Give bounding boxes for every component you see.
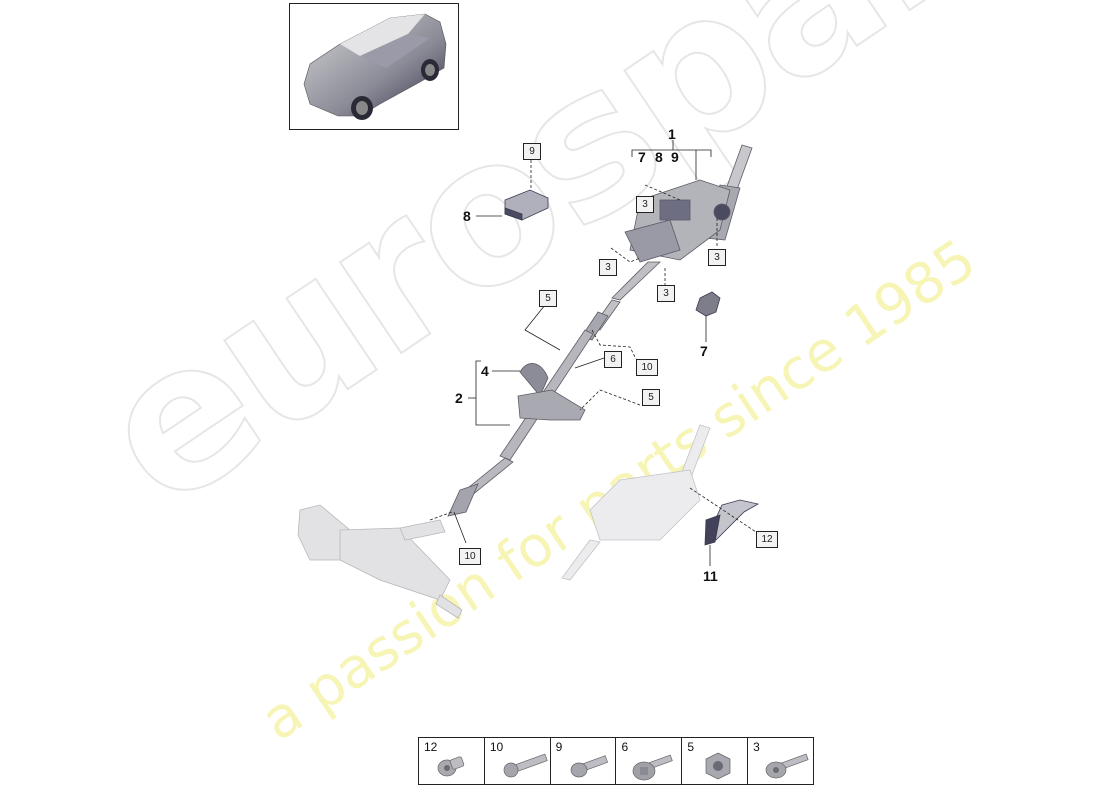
fastener-label: 9 <box>555 740 563 754</box>
ref-box-3: 3 <box>599 259 617 276</box>
ref-box-3: 3 <box>657 285 675 302</box>
fastener-table: 12 10 9 6 5 3 <box>418 737 814 785</box>
control-module-part <box>504 189 549 221</box>
fastener-cell: 12 <box>419 738 485 784</box>
callout-1-sub-7: 7 <box>638 149 646 165</box>
fastener-label: 3 <box>753 740 760 754</box>
pan-head-screw-icon <box>437 756 465 777</box>
intermediate-shaft <box>499 299 621 461</box>
fastener-label: 10 <box>489 740 504 754</box>
leader-lines <box>429 140 757 566</box>
fastener-label: 5 <box>687 740 694 754</box>
ref-box-5: 5 <box>539 290 557 307</box>
callout-7: 7 <box>700 343 708 359</box>
fastener-label: 12 <box>424 740 438 754</box>
fastener-label: 6 <box>621 740 629 754</box>
ghost-column <box>561 424 711 581</box>
upper-column-assembly <box>611 144 753 301</box>
fastener-cell: 3 <box>748 738 813 784</box>
fastener-cell: 10 <box>485 738 551 784</box>
ref-box-5: 5 <box>642 389 660 406</box>
clip-part <box>704 499 760 546</box>
callout-1-sub-9: 9 <box>671 149 679 165</box>
ref-box-10: 10 <box>459 548 481 565</box>
torx-bolt-icon <box>765 753 809 779</box>
callout-8: 8 <box>463 208 471 224</box>
hex-nut-icon <box>705 752 731 780</box>
ref-box-3: 3 <box>708 249 726 266</box>
car-suv-thumbnail-icon <box>303 13 447 120</box>
switch-part <box>695 291 721 317</box>
bolt-icon <box>570 755 608 778</box>
fastener-cell: 6 <box>616 738 683 784</box>
ref-box-12: 12 <box>756 531 778 548</box>
ref-box-9: 9 <box>523 143 541 160</box>
vehicle-thumbnail <box>289 3 459 130</box>
fastener-cell: 5 <box>682 738 749 784</box>
long-bolt-icon <box>503 753 548 778</box>
steering-rack <box>297 504 463 619</box>
callout-11: 11 <box>703 568 718 584</box>
lower-shaft <box>447 457 514 517</box>
callout-1: 1 <box>668 126 676 142</box>
callout-2: 2 <box>455 390 463 406</box>
flange-bolt-icon <box>633 754 674 781</box>
callout-1-sub-8: 8 <box>655 149 663 165</box>
ref-box-3: 3 <box>636 196 654 213</box>
ref-box-10: 10 <box>636 359 658 376</box>
fastener-cell: 9 <box>551 738 617 784</box>
column-bracket <box>517 363 586 421</box>
callout-4: 4 <box>481 363 489 379</box>
ref-box-6: 6 <box>604 351 622 368</box>
